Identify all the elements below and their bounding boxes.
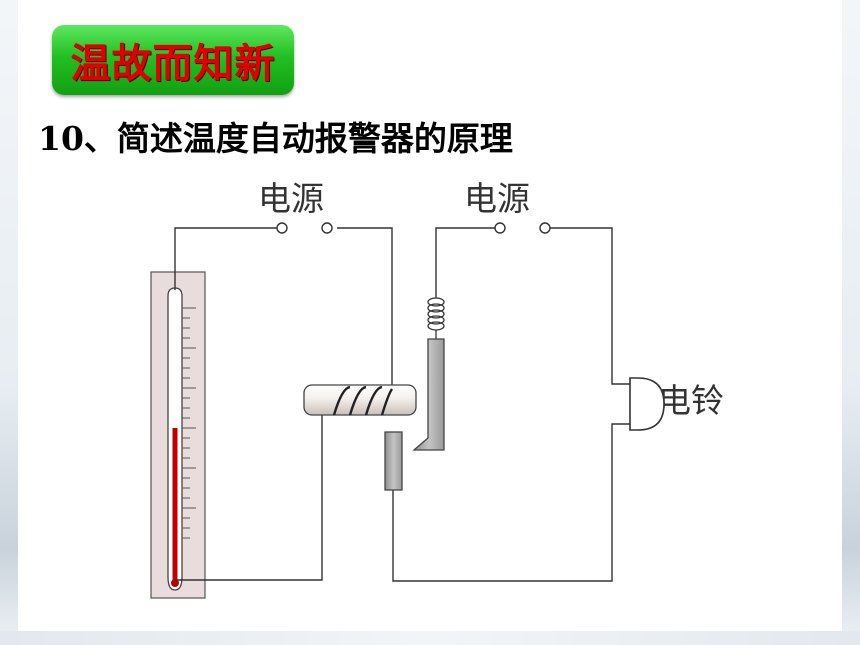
electric-bell: [629, 377, 665, 431]
right-power-terminal-b: [539, 222, 551, 234]
title-banner: 温故而知新: [52, 25, 294, 95]
thermometer: [167, 287, 183, 591]
electromagnet: [303, 384, 417, 416]
control-circuit-wires: [174, 227, 393, 581]
bell-label: 电铃: [658, 381, 724, 420]
left-power-terminal-b: [321, 222, 333, 234]
power-source-label-left: 电源: [258, 179, 324, 218]
mercury-column: [172, 428, 178, 583]
armature-contact: [412, 338, 445, 451]
coil-windings: [332, 385, 394, 416]
spring: [427, 297, 445, 339]
question-text: 10、简述温度自动报警器的原理: [38, 119, 513, 158]
mercury-bulb: [171, 579, 179, 587]
alarm-circuit-wires: [392, 227, 630, 582]
power-source-label-right: 电源: [464, 179, 530, 218]
background-left-edge: [0, 0, 18, 645]
background-right-edge: [842, 0, 860, 645]
left-power-terminal-a: [276, 222, 288, 234]
page-title: 温故而知新: [70, 40, 276, 87]
background-bottom-edge: [0, 631, 860, 645]
right-power-terminal-a: [494, 222, 506, 234]
thermometer-scale: [182, 307, 196, 539]
fixed-contact: [384, 431, 403, 491]
